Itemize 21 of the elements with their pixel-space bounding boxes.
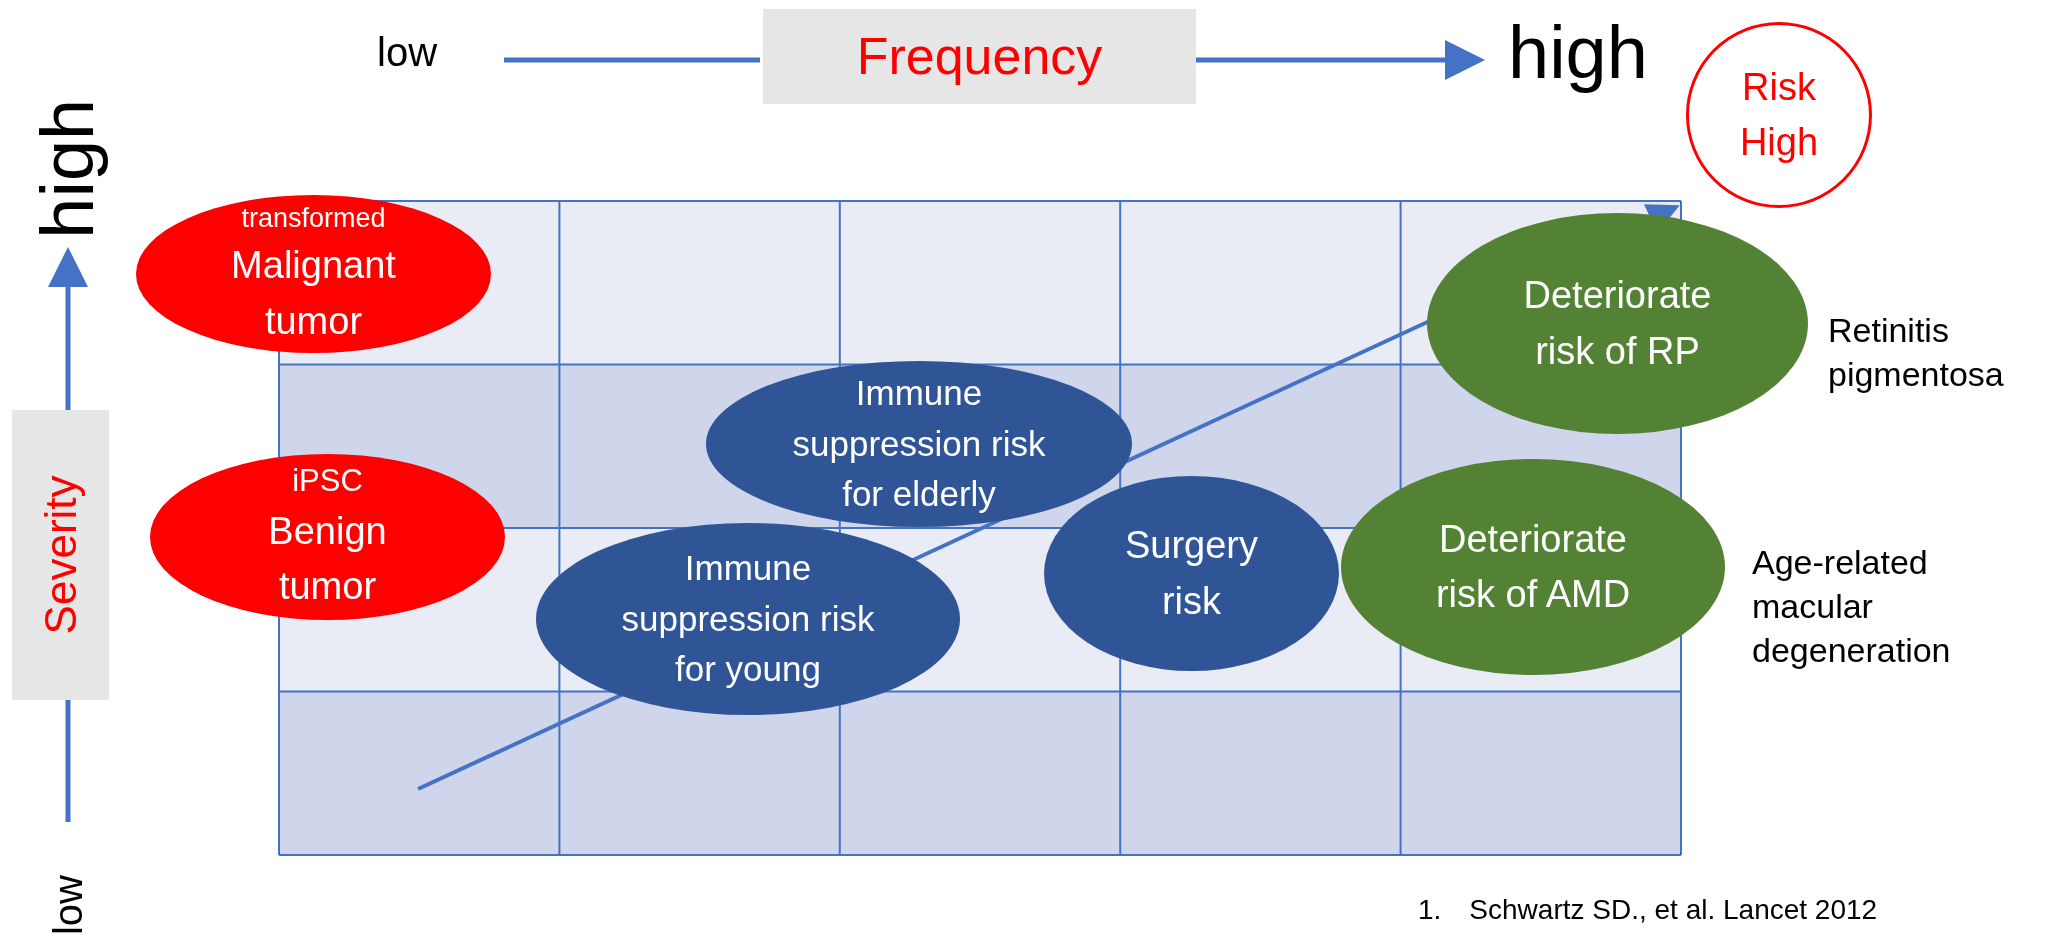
node-label: Frequency — [855, 25, 1104, 87]
node-label: Deteriorate risk of RP — [1522, 273, 1713, 374]
node-label: Benign tumor — [267, 509, 388, 610]
axis-end-label: high — [27, 98, 109, 239]
node-label: Immune suppression risk for elderly — [791, 371, 1047, 516]
axis-end-label: low — [377, 30, 438, 74]
citation: 1. Schwartz SD., et al. Lancet 2012 — [1418, 895, 1878, 926]
node-label: Risk High — [1738, 64, 1820, 165]
axis-end-label: low — [46, 875, 90, 935]
node-label: Deteriorate risk of AMD — [1434, 516, 1632, 617]
axis-title-box — [12, 410, 109, 700]
node-label: Surgery risk — [1123, 523, 1260, 624]
node-label: Immune suppression risk for young — [620, 546, 876, 691]
node-label: Severity — [34, 475, 86, 635]
axis-end-label: high — [1508, 12, 1648, 94]
node-heading: iPSC — [291, 462, 364, 501]
node-heading: transformed — [240, 202, 387, 236]
node-caption: Age-related macular degeneration — [1752, 542, 1952, 672]
node-caption: Retinitis pigmentosa — [1828, 310, 2005, 396]
node-label: Malignant tumor — [230, 243, 397, 344]
axis-title-box — [763, 9, 1196, 104]
